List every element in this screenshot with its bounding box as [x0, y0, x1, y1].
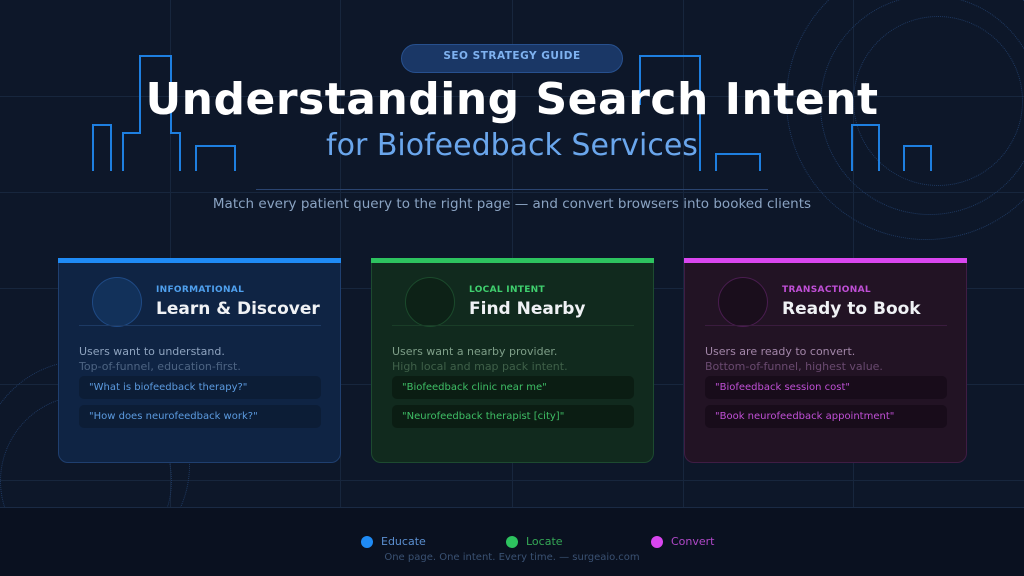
grid-line — [340, 0, 341, 507]
card-transactional: TRANSACTIONAL Ready to Book Users are re… — [684, 258, 967, 463]
card-informational: INFORMATIONAL Learn & Discover Users wan… — [58, 258, 341, 463]
card-subdescription: Top-of-funnel, education-first. — [79, 360, 241, 373]
intent-icon — [405, 277, 455, 327]
example-query: "Biofeedback clinic near me" — [392, 376, 634, 399]
card-divider — [392, 325, 634, 326]
card-subdescription: Bottom-of-funnel, highest value. — [705, 360, 883, 373]
card-heading: Ready to Book — [782, 299, 921, 319]
card-subdescription: High local and map pack intent. — [392, 360, 568, 373]
skyline-icon — [92, 55, 932, 171]
grid-line — [170, 0, 171, 507]
card-kicker: LOCAL INTENT — [469, 285, 545, 295]
card-kicker: INFORMATIONAL — [156, 285, 245, 295]
card-heading: Find Nearby — [469, 299, 586, 319]
decorative-ring — [820, 0, 1024, 215]
card-heading: Learn & Discover — [156, 299, 320, 319]
grid-line — [0, 480, 1024, 481]
intent-icon — [92, 277, 142, 327]
decorative-ring — [853, 16, 1023, 186]
example-query: "Biofeedback session cost" — [705, 376, 947, 399]
grid-line — [0, 96, 1024, 97]
card-accent-bar — [58, 258, 341, 263]
locate-dot-icon — [506, 535, 518, 548]
card-kicker: TRANSACTIONAL — [782, 285, 871, 295]
card-description: Users want to understand. — [79, 345, 225, 358]
grid-line — [0, 192, 1024, 193]
card-divider — [705, 325, 947, 326]
legend-label: Convert — [671, 535, 715, 548]
intent-icon — [718, 277, 768, 327]
legend-locate: Locate — [506, 535, 563, 548]
footer-note: One page. One intent. Every time. — surg… — [384, 552, 640, 563]
tagline: Match every patient query to the right p… — [212, 196, 812, 212]
grid-line — [683, 0, 684, 507]
grid-line — [512, 0, 513, 507]
convert-dot-icon — [651, 535, 663, 548]
card-description: Users want a nearby provider. — [392, 345, 558, 358]
legend-label: Educate — [381, 535, 426, 548]
educate-dot-icon — [361, 535, 373, 548]
page-title: Understanding Search Intent — [145, 74, 879, 125]
card-description: Users are ready to convert. — [705, 345, 856, 358]
example-query: "Neurofeedback therapist [city]" — [392, 405, 634, 428]
example-query: "What is biofeedback therapy?" — [79, 376, 321, 399]
grid-line — [853, 0, 854, 507]
header-divider — [256, 189, 768, 190]
guide-badge: SEO STRATEGY GUIDE — [401, 44, 623, 73]
card-local-intent: LOCAL INTENT Find Nearby Users want a ne… — [371, 258, 654, 463]
page-subtitle: for Biofeedback Services — [326, 128, 698, 163]
card-divider — [79, 325, 321, 326]
legend-educate: Educate — [361, 535, 426, 548]
card-accent-bar — [684, 258, 967, 263]
example-query: "Book neurofeedback appointment" — [705, 405, 947, 428]
example-query: "How does neurofeedback work?" — [79, 405, 321, 428]
legend-label: Locate — [526, 535, 563, 548]
legend-convert: Convert — [651, 535, 715, 548]
card-accent-bar — [371, 258, 654, 263]
